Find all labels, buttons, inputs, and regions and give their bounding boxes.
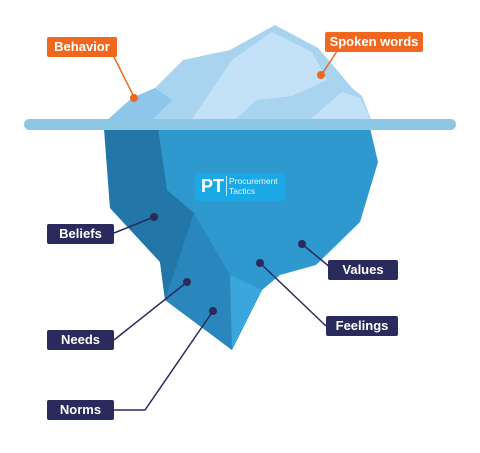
iceberg-tip-highlight-right [307,92,372,122]
needs-connector [113,281,188,341]
iceberg-underwater-shade-left [104,128,194,300]
norms-marker [209,307,217,315]
logo-name: Procurement Tactics [226,176,278,196]
behavior-marker [130,94,138,102]
spoken-words-label: Spoken words [325,32,423,52]
feelings-marker [256,259,264,267]
behavior-label: Behavior [47,37,117,57]
beliefs-label: Beliefs [47,224,114,244]
logo-name-line1: Procurement [229,176,278,186]
needs-marker [183,278,191,286]
needs-label: Needs [47,330,114,350]
logo-initials: PT [201,176,225,196]
norms-label: Norms [47,400,114,420]
values-connector [301,243,332,269]
spoken-words-marker [317,71,325,79]
beliefs-marker [150,213,158,221]
iceberg-underwater-facet [230,275,262,350]
feelings-label: Feelings [326,316,398,336]
iceberg-tip-highlight [190,32,327,122]
norms-connector [114,310,214,411]
procurement-tactics-logo: PT Procurement Tactics [195,173,285,201]
logo-name-line2: Tactics [229,186,255,196]
values-marker [298,240,306,248]
values-label: Values [328,260,398,280]
feelings-connector [259,262,327,327]
beliefs-connector [113,216,155,234]
iceberg-underwater-shade-bottom [165,213,232,350]
waterline [24,119,456,130]
iceberg-tip-shade [105,88,172,122]
